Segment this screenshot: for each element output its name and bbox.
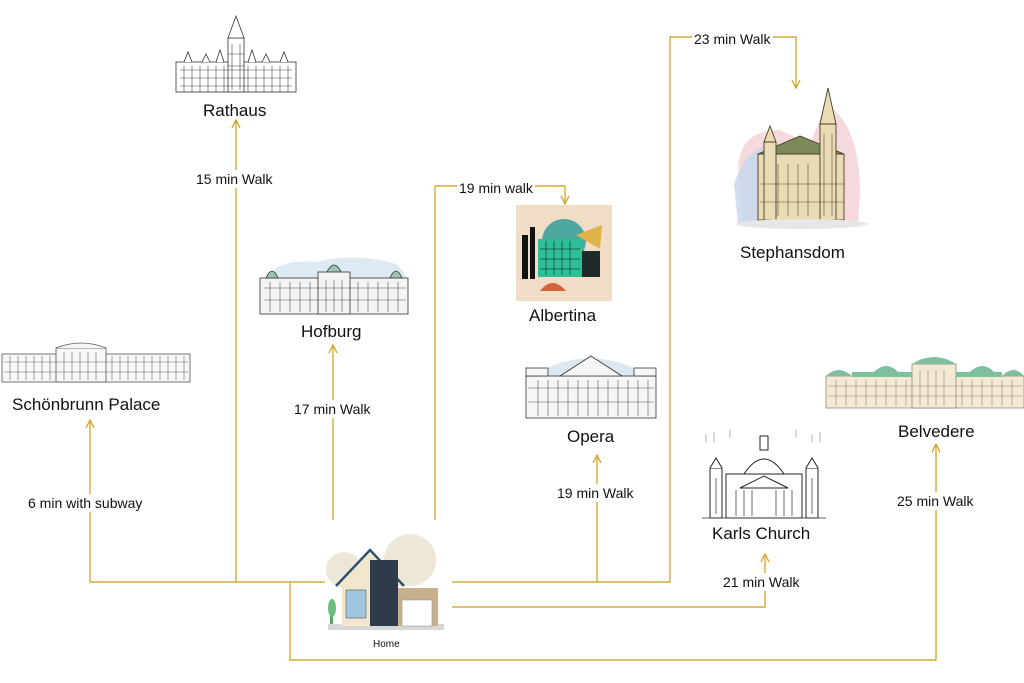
place-label-albertina: Albertina <box>529 306 597 325</box>
hofburg-illustration <box>259 257 409 315</box>
route-time-rathaus: 15 min Walk <box>194 170 275 188</box>
albertina-illustration <box>516 205 612 301</box>
route-time-karls: 21 min Walk <box>721 573 802 591</box>
karls-church-illustration <box>702 430 826 519</box>
place-label-schonbrunn: Schönbrunn Palace <box>12 395 161 414</box>
route-line-schonbrunn <box>90 421 325 583</box>
route-time-belvedere: 25 min Walk <box>895 492 976 510</box>
belvedere-illustration <box>825 357 1024 409</box>
route-line-karls <box>452 555 765 608</box>
rathaus-illustration <box>175 14 297 93</box>
place-label-stephansdom: Stephansdom <box>740 243 845 262</box>
home-label: Home <box>373 639 400 650</box>
route-time-schonbrunn: 6 min with subway <box>26 494 145 512</box>
route-time-opera: 19 min Walk <box>555 484 636 502</box>
place-label-rathaus: Rathaus <box>203 101 267 120</box>
place-label-karls: Karls Church <box>712 524 811 543</box>
place-label-hofburg: Hofburg <box>301 322 362 341</box>
place-label-opera: Opera <box>567 427 615 446</box>
place-label-belvedere: Belvedere <box>898 422 975 441</box>
route-line-belvedere <box>289 445 936 661</box>
route-time-stephansdom: 23 min Walk <box>692 30 773 48</box>
route-time-hofburg: 17 min Walk <box>292 400 373 418</box>
schonbrunn-illustration <box>1 342 191 383</box>
route-time-albertina: 19 min walk <box>457 179 535 197</box>
opera-illustration <box>525 355 657 419</box>
house-icon <box>326 534 444 630</box>
stephansdom-illustration <box>734 87 868 229</box>
